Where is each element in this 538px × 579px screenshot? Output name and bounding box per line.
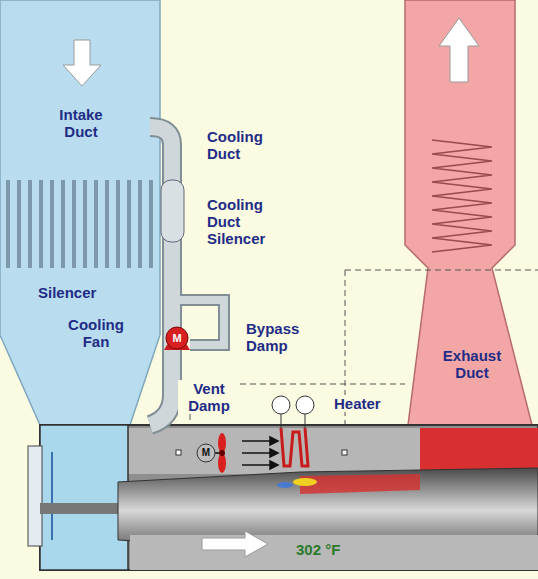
dashed-boundary [190, 270, 538, 428]
enclosure-part [51, 452, 53, 540]
airflow-arrows-part [270, 461, 278, 469]
intake-duct [0, 0, 160, 425]
fan-label: Cooling Fan [56, 316, 136, 350]
cooling-fan-part [197, 444, 215, 462]
enclosure-part [40, 503, 130, 514]
enclosure-part [202, 531, 268, 557]
heater-part [281, 414, 282, 430]
motor-symbol-letter: M [202, 447, 210, 459]
exhaust-duct-part [439, 18, 479, 82]
silencer-label: Cooling Duct Silencer [207, 196, 295, 247]
airflow-arrows [242, 437, 278, 469]
intake-duct-part [0, 0, 160, 425]
heater [272, 396, 314, 466]
enclosure [28, 425, 538, 570]
intake-duct-part [4, 180, 156, 268]
enclosure-part [293, 478, 317, 486]
heater-part [305, 414, 306, 430]
cooling-fan-part [219, 450, 225, 456]
silencer-label: Silencer [38, 284, 96, 301]
damper-label: Vent Damp [178, 380, 240, 414]
enclosure-part [130, 535, 538, 570]
heater-label: Heater [332, 395, 383, 412]
intake-duct-part [63, 40, 101, 86]
enclosure-part [40, 425, 128, 570]
duct-label: Exhaust Duct [429, 347, 515, 381]
enclosure-part [28, 446, 42, 546]
airflow-arrows-part [242, 464, 270, 466]
sensor-points-part [176, 450, 181, 455]
temperature-value: 302 °F [296, 541, 340, 558]
bypass-damper-motor [164, 327, 190, 350]
airflow-arrows-part [242, 452, 270, 454]
airflow-arrows-part [270, 437, 278, 445]
enclosure-part [277, 482, 293, 488]
damper-label: Bypass Damp [246, 320, 330, 354]
cooling-fan [197, 433, 226, 473]
sensor-points-part [342, 450, 347, 455]
bypass-damper-motor-part [166, 327, 188, 349]
airflow-arrows-part [270, 449, 278, 457]
heater-part [281, 428, 308, 466]
motor-symbol-letter: M [172, 332, 181, 345]
exhaust-duct-part [432, 140, 492, 252]
enclosure-part [128, 428, 428, 474]
cooling-duct-part [150, 127, 172, 425]
sensor-points [176, 450, 347, 455]
cooling-duct-part [150, 127, 172, 425]
exhaust-duct-part [405, 0, 532, 425]
enclosure-part [300, 474, 420, 494]
cooling-duct-part [172, 300, 224, 345]
cooling-duct-part [161, 180, 184, 242]
heater-part [272, 396, 290, 414]
duct-label: Cooling Duct [207, 128, 287, 162]
dashed-boundary-part [345, 270, 538, 271]
airflow-arrows-part [242, 440, 270, 442]
exhaust-duct [405, 0, 532, 425]
enclosure-part [40, 425, 538, 570]
heater-part [296, 396, 314, 414]
duct-label: Intake Duct [48, 106, 114, 140]
